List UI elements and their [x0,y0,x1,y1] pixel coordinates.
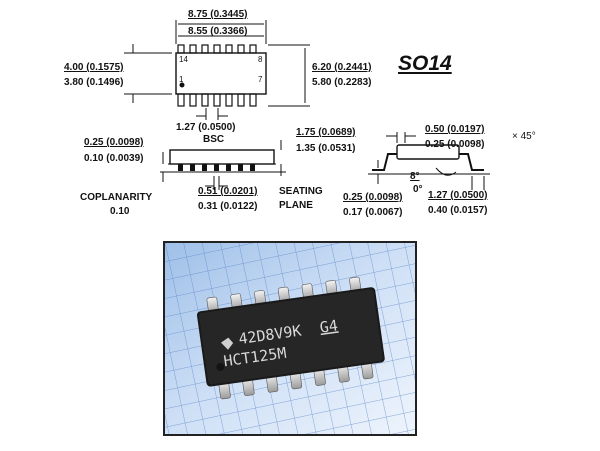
pin-label-14: 14 [179,55,188,64]
overall-width-max: 6.20 (0.2441) [312,62,372,73]
lead-width-min: 0.31 (0.0122) [198,201,258,212]
pin-label-7: 7 [258,75,263,84]
chip-photo: 42D8V9K G4 HCT125M [163,241,417,436]
height-max: 1.75 (0.0689) [296,127,356,138]
foot-length-min: 0.40 (0.0157) [428,205,488,216]
body-width-max: 4.00 (0.1575) [64,62,124,73]
package-drawing [124,20,490,190]
lead-thickness-min: 0.17 (0.0067) [343,207,403,218]
package-title: SO14 [398,52,452,75]
height-min: 1.35 (0.0531) [296,143,356,154]
coplanarity-value: 0.10 [110,206,130,217]
body-length-min: 8.55 (0.3366) [188,26,248,37]
seating-plane-line1: SEATING [279,186,323,197]
pin-label-8: 8 [258,55,263,64]
chip-marking-grade: G4 [319,316,339,336]
lead-thickness-max: 0.25 (0.0098) [343,192,403,203]
foot-length-max: 1.27 (0.0500) [428,190,488,201]
overall-width-min: 5.80 (0.2283) [312,77,372,88]
standoff-min: 0.10 (0.0039) [84,153,144,164]
chamfer-suffix: × 45° [512,131,536,142]
chamfer-max: 0.50 (0.0197) [425,124,485,135]
coplanarity-label: COPLANARITY [80,192,153,203]
pitch-note: BSC [203,134,225,145]
body-width-min: 3.80 (0.1496) [64,77,124,88]
standoff-max: 0.25 (0.0098) [84,137,144,148]
chamfer-min: 0.25 (0.0098) [425,139,485,150]
seating-plane-line2: PLANE [279,200,313,211]
lead-width-max: 0.51 (0.0201) [198,186,258,197]
pitch-value: 1.27 (0.0500) [176,122,236,133]
pin-label-1: 1 [179,75,184,84]
lead-angle-max: 8° [410,171,420,182]
lead-angle-min: 0° [413,184,423,195]
body-length-max: 8.75 (0.3445) [188,9,248,20]
